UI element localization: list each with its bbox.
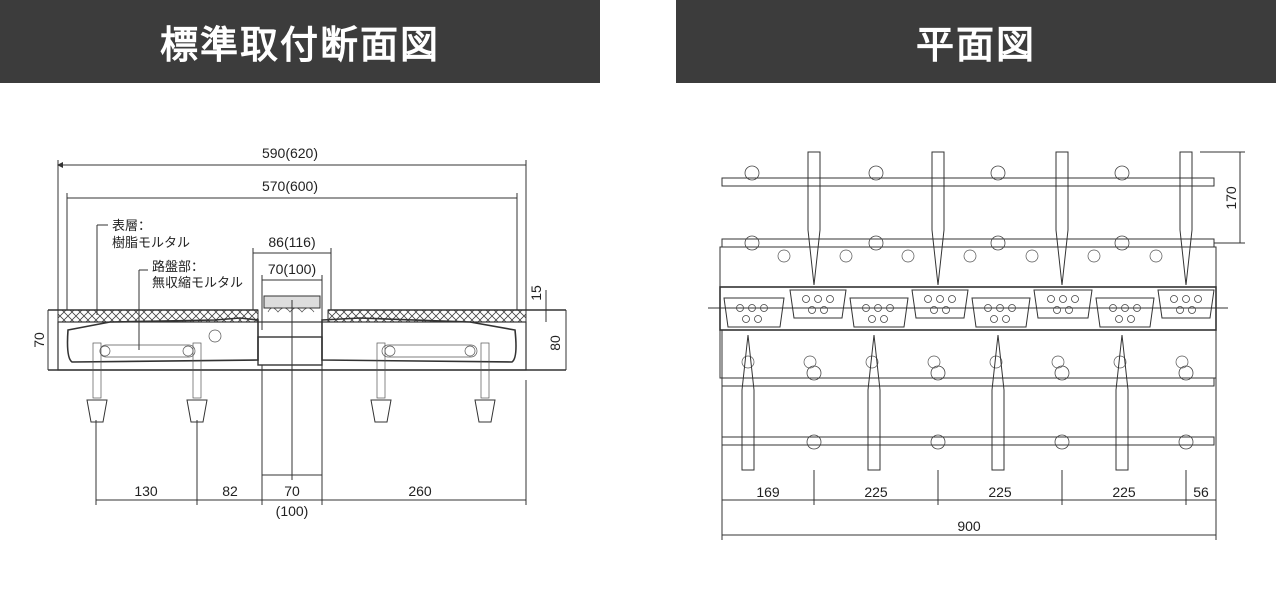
anchor-1: [86, 342, 108, 423]
slot-right: [381, 344, 478, 358]
surface-layer-left: [57, 309, 259, 323]
dim-gap-inner-label: 70(100): [268, 261, 316, 277]
rail-bottom-1: [721, 377, 1215, 387]
dim-total-outer: [57, 160, 527, 310]
label-surface-1: 表層：: [112, 219, 151, 234]
bottom-dim-2: 82: [222, 483, 238, 499]
dim-top-layer: 15: [528, 285, 544, 301]
rail-bolts: [744, 165, 1194, 450]
joint-body-left: [66, 317, 259, 363]
label-surface-2: 樹脂モルタル: [112, 236, 190, 251]
anchor-3: [370, 342, 392, 423]
anchor-4: [474, 342, 496, 423]
anchor-bars-bottom: [741, 334, 1129, 471]
center-block: [257, 336, 323, 366]
finger-teeth: [723, 289, 1215, 328]
plan-bottom-dim-3: 225: [988, 484, 1012, 500]
bottom-dim-1: 130: [134, 483, 158, 499]
section-view-title: 標準取付断面図: [0, 0, 600, 83]
rail-top-1: [721, 177, 1215, 187]
rail-bottom-2: [721, 436, 1215, 446]
dim-left-height: 70: [31, 332, 47, 348]
label-base-1: 路盤部：: [152, 259, 204, 275]
dim-gap-outer-label: 86(116): [268, 234, 315, 250]
plan-dim-right: 170: [1223, 186, 1239, 210]
anchor-2: [186, 342, 208, 423]
plan-drawing: 170 169 225 225 225 56 900: [708, 151, 1245, 540]
bottom-dim-3: 70: [284, 483, 300, 499]
lower-plate: [719, 329, 1217, 379]
plan-total-dim: 900: [957, 518, 981, 534]
plan-bottom-dim-5: 56: [1193, 484, 1209, 500]
dim-total-inner: [66, 193, 518, 310]
bottom-dim-sub: (100): [276, 503, 309, 519]
section-drawing: 590(620) 570(600) 86(116) 70(100) 表層： 樹脂…: [31, 145, 567, 519]
plan-view-title: 平面図: [676, 0, 1276, 83]
plan-bottom-dim-1: 169: [756, 484, 780, 500]
dim-total-outer-label: 590(620): [262, 145, 318, 161]
slot-left: [99, 344, 196, 358]
dim-total-inner-label: 570(600): [262, 178, 318, 194]
anchor-bars-top: [807, 151, 1193, 286]
upper-plate: [719, 246, 1217, 288]
plate-holes: [741, 249, 1189, 369]
dim-right-height: 80: [547, 335, 563, 351]
plan-bottom-dim-2: 225: [864, 484, 888, 500]
joint-body-right: [321, 317, 517, 363]
bottom-dim-4: 260: [408, 483, 432, 499]
teeth-bolts: [736, 295, 1202, 323]
rail-top-2: [721, 238, 1215, 248]
plan-bottom-dim-4: 225: [1112, 484, 1136, 500]
label-base-2: 無収縮モルタル: [152, 275, 243, 291]
